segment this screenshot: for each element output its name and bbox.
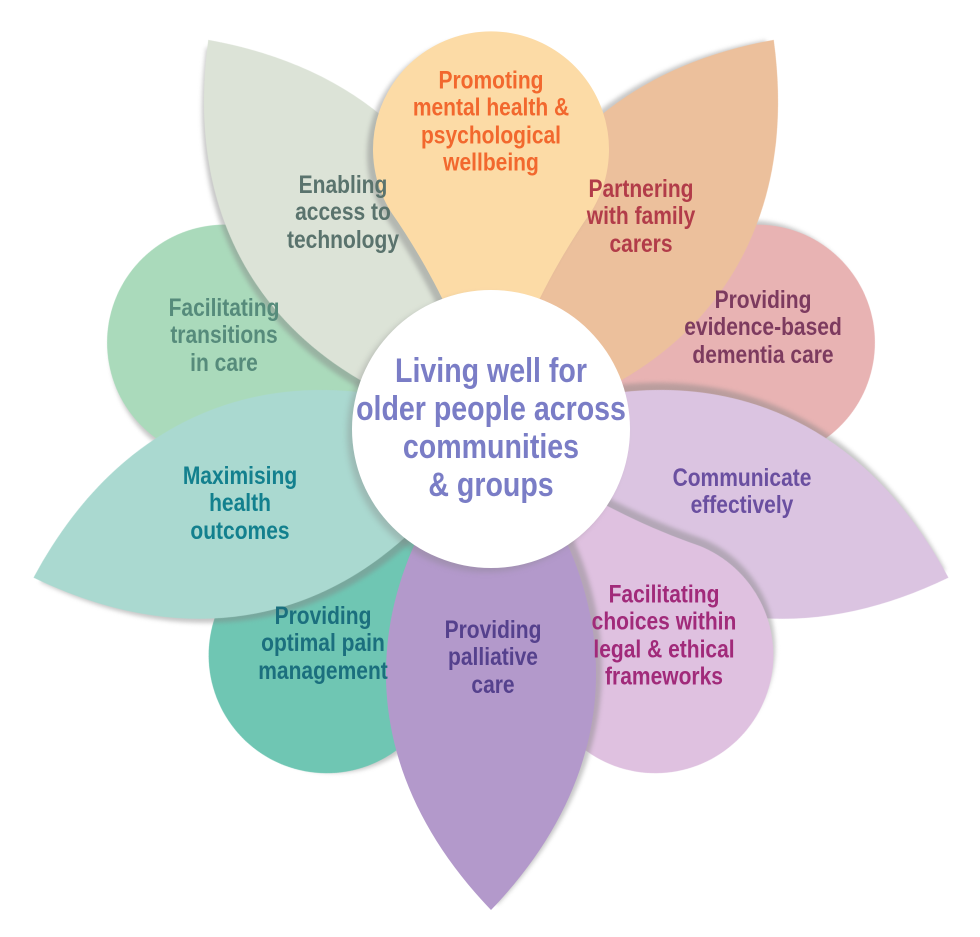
petal-label-transitions-in-care: Facilitating transitions in care xyxy=(168,294,280,377)
petal-label-evidence-based-dementia-care: Providing evidence-based dementia care xyxy=(684,286,842,369)
petal-label-communicate-effectively: Communicate effectively xyxy=(672,463,812,519)
petal-label-maximising-health-outcomes: Maximising health outcomes xyxy=(182,462,298,545)
petal-label-partnering-family-carers: Partnering with family carers xyxy=(586,175,696,258)
petal-label-palliative-care: Providing palliative care xyxy=(444,616,542,699)
center-circle xyxy=(352,290,630,568)
petal-label-optimal-pain-management: Providing optimal pain management xyxy=(258,602,388,685)
petal-label-choices-legal-ethical: Facilitating choices within legal & ethi… xyxy=(591,580,737,691)
petal-label-enabling-access-technology: Enabling access to technology xyxy=(286,171,400,254)
petal-label-promoting-mental-health: Promoting mental health & psychological … xyxy=(412,66,570,177)
center-title: Living well for older people across comm… xyxy=(356,351,626,505)
